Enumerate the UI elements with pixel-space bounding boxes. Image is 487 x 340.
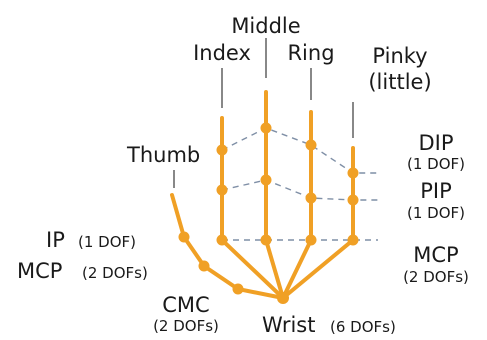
ring-pip-joint (305, 192, 317, 204)
middle-pip-joint (260, 174, 272, 186)
middle-finger-label: Middle (231, 14, 300, 38)
thumb-ip-joint (178, 231, 190, 243)
wrist-dof-label: (6 DOFs) (330, 318, 396, 336)
cmc-dof-label: (2 DOFs) (153, 317, 219, 335)
middle-mcp-joint (260, 234, 272, 246)
wrist-joint (277, 292, 289, 304)
thumb-label: Thumb (126, 143, 200, 167)
ring-mcp-joint (305, 234, 317, 246)
label-leaders (173, 38, 354, 188)
ring-dip-joint (305, 139, 317, 151)
thumb-mcp-joint (198, 260, 210, 272)
pinky-mcp-joint (347, 234, 359, 246)
dip-guide-line (221, 127, 378, 174)
ip-label: IP (46, 228, 65, 252)
mcp-left-label: MCP (17, 259, 62, 283)
pinky-finger-sublabel: (little) (368, 70, 431, 94)
ring-finger-label: Ring (287, 41, 334, 65)
dip-label: DIP (418, 131, 453, 155)
thumb-cmc-joint (232, 283, 244, 295)
index-pip-joint (216, 184, 228, 196)
index-mcp-joint (216, 234, 228, 246)
finger-joints (178, 122, 359, 304)
pinky-dip-joint (347, 167, 359, 179)
pinky-finger-label: Pinky (372, 44, 427, 68)
mcp-left-dof-label: (2 DOFs) (82, 264, 148, 282)
middle-bone (264, 90, 285, 300)
wrist-label: Wrist (262, 313, 315, 337)
mcp-right-dof-label: (2 DOFs) (403, 268, 469, 286)
middle-dip-joint (260, 122, 272, 134)
cmc-label: CMC (162, 293, 209, 317)
pinky-pip-joint (347, 194, 359, 206)
index-dip-joint (216, 144, 228, 156)
mcp-right-label: MCP (413, 243, 458, 267)
dip-dof-label: (1 DOF) (407, 155, 465, 173)
index-finger-label: Index (193, 41, 251, 65)
pip-label: PIP (420, 179, 452, 203)
pip-dof-label: (1 DOF) (407, 204, 465, 222)
ip-dof-label: (1 DOF) (78, 233, 136, 251)
